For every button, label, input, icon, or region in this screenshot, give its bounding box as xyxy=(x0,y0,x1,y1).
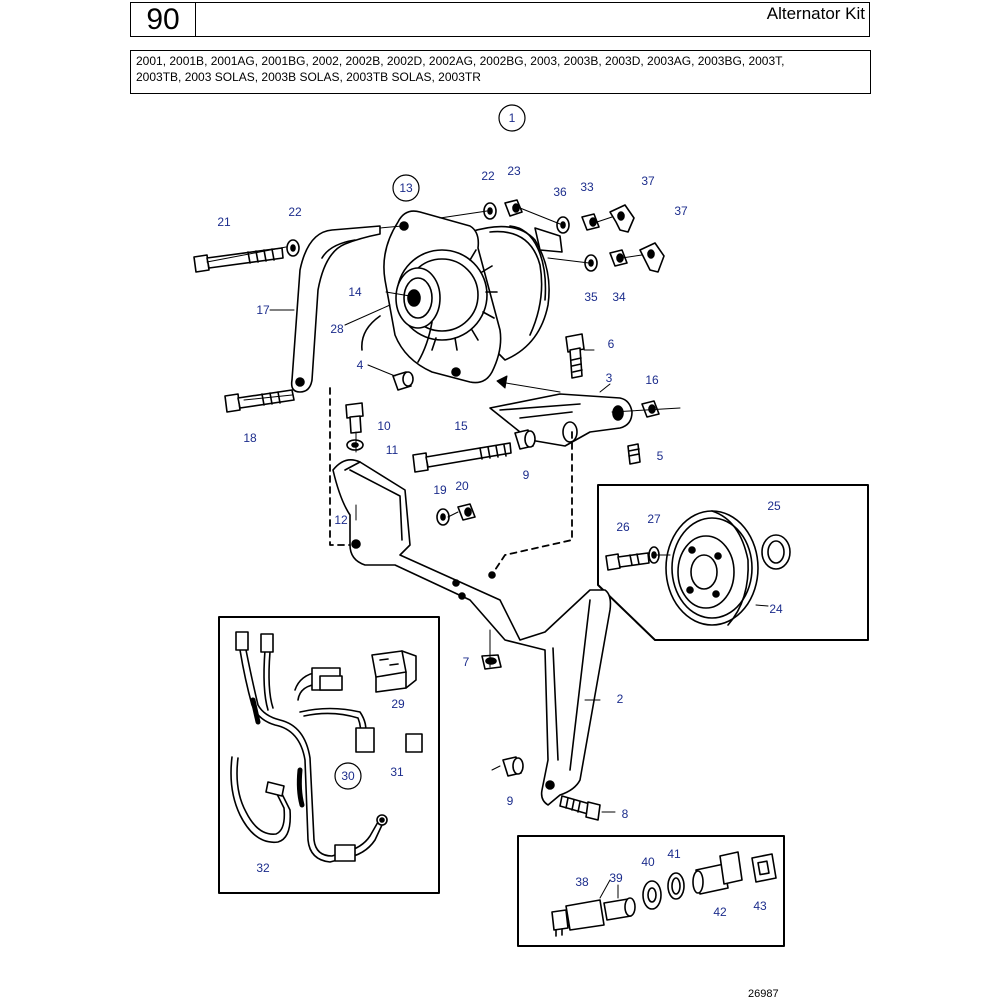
callout-40: 40 xyxy=(641,855,655,869)
model-list-line-1: 2001, 2001B, 2001AG, 2001BG, 2002, 2002B… xyxy=(136,54,785,68)
callout-37-top: 37 xyxy=(641,174,655,188)
wiring-harness-30 xyxy=(235,631,423,863)
callout-36: 36 xyxy=(553,185,567,199)
gasket-43 xyxy=(751,853,777,883)
callout-11: 11 xyxy=(386,443,399,457)
model-list-line-2: 2003TB, 2003 SOLAS, 2003B SOLAS, 2003TB … xyxy=(136,70,481,84)
page-number: 90 xyxy=(130,2,196,37)
callout-1-circle xyxy=(498,104,526,132)
callout-16: 16 xyxy=(645,373,659,387)
callout-41: 41 xyxy=(667,847,681,861)
washer-40 xyxy=(642,880,662,910)
callout-28: 28 xyxy=(330,322,344,336)
wiring-harness-inset-frame xyxy=(218,616,440,894)
callout-1: 1 xyxy=(509,111,516,125)
callout-5: 5 xyxy=(657,449,664,463)
model-list: 2001, 2001B, 2001AG, 2001BG, 2002, 2002B… xyxy=(130,50,871,94)
callout-8: 8 xyxy=(622,807,629,821)
callout-9-middle: 9 xyxy=(523,468,530,482)
bolt-26 xyxy=(605,552,650,571)
callout-17: 17 xyxy=(256,303,270,317)
bushing-25 xyxy=(761,534,791,570)
callout-34: 34 xyxy=(612,290,626,304)
bracket-3 xyxy=(489,393,633,447)
callout-29: 29 xyxy=(391,697,405,711)
callout-7: 7 xyxy=(463,655,470,669)
callout-42: 42 xyxy=(713,905,727,919)
callout-30: 30 xyxy=(341,769,355,783)
callout-13-circle xyxy=(392,174,420,202)
callout-37-right: 37 xyxy=(674,204,688,218)
callout-14: 14 xyxy=(348,285,362,299)
relay-29 xyxy=(371,650,417,693)
callout-30-circle xyxy=(334,762,362,790)
assembly-dashed-lines xyxy=(329,387,573,571)
callout-32: 32 xyxy=(256,861,270,875)
alternator xyxy=(361,210,563,384)
sensor-38 xyxy=(551,899,605,937)
bolt-6 xyxy=(565,333,585,379)
bolt-15 xyxy=(412,442,512,473)
callout-22-left: 22 xyxy=(288,205,302,219)
document-id: 26987 xyxy=(748,988,779,1000)
callout-33: 33 xyxy=(580,180,594,194)
page-title: Alternator Kit xyxy=(766,4,865,23)
callout-3: 3 xyxy=(606,371,613,385)
adjusting-arm xyxy=(290,225,381,393)
callout-24: 24 xyxy=(769,602,783,616)
callout-9-bottom: 9 xyxy=(507,794,514,808)
bolt-21 xyxy=(193,247,284,273)
callout-26: 26 xyxy=(616,520,630,534)
sleeve-39 xyxy=(603,897,636,921)
page-title-box: Alternator Kit xyxy=(195,2,870,37)
o-ring-41 xyxy=(667,872,685,900)
bolt-18 xyxy=(224,389,295,413)
callout-27: 27 xyxy=(647,512,661,526)
bolt-10 xyxy=(345,402,364,434)
callout-35: 35 xyxy=(584,290,598,304)
callout-21: 21 xyxy=(217,215,231,229)
leader-lines xyxy=(206,207,681,813)
callout-15: 15 xyxy=(454,419,468,433)
cable-strap-32 xyxy=(230,756,292,844)
pulley-inset-frame xyxy=(597,484,869,641)
callout-6: 6 xyxy=(608,337,615,351)
sensor-inset-frame xyxy=(517,835,785,947)
callout-31: 31 xyxy=(390,765,404,779)
callout-4: 4 xyxy=(357,358,364,372)
callout-39: 39 xyxy=(609,871,623,885)
adapter-42 xyxy=(692,851,743,895)
callout-22-top: 22 xyxy=(481,169,495,183)
mounting-bracket-2 xyxy=(332,459,612,806)
callout-25: 25 xyxy=(767,499,781,513)
callout-13: 13 xyxy=(399,181,413,195)
callout-2: 2 xyxy=(617,692,624,706)
bolt-8 xyxy=(559,795,601,821)
callout-12: 12 xyxy=(334,513,348,527)
callout-43: 43 xyxy=(753,899,767,913)
callout-38: 38 xyxy=(575,875,589,889)
callout-18: 18 xyxy=(243,431,257,445)
callout-10: 10 xyxy=(377,419,391,433)
callout-19: 19 xyxy=(433,483,447,497)
callout-20: 20 xyxy=(455,479,469,493)
pulley-24 xyxy=(665,510,759,626)
callout-23: 23 xyxy=(507,164,521,178)
